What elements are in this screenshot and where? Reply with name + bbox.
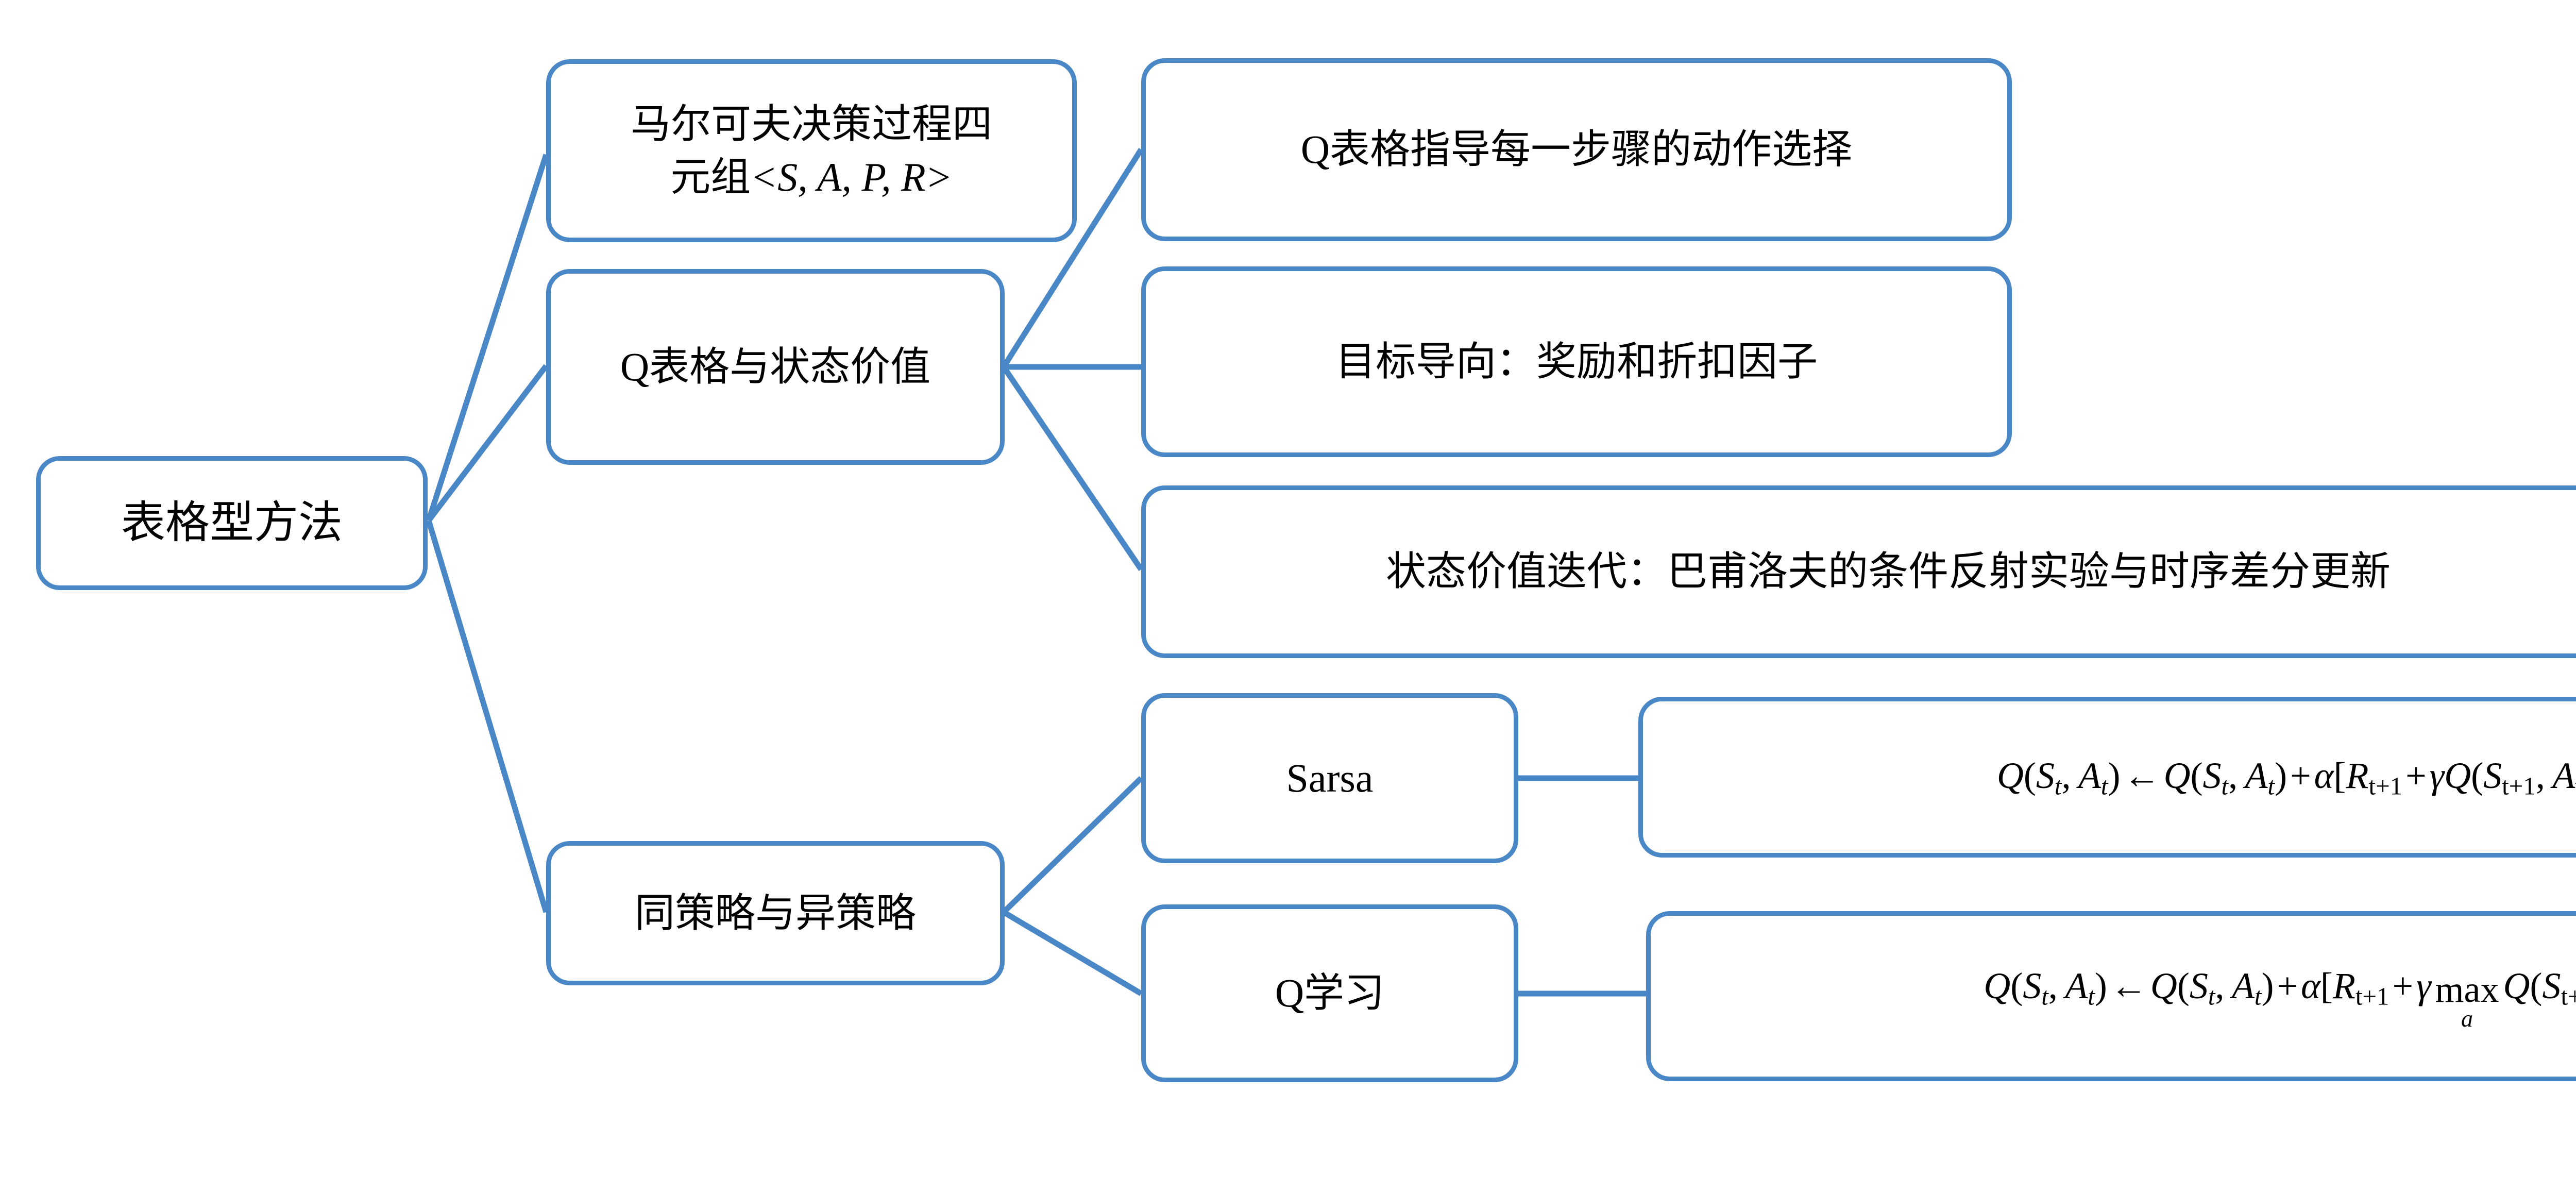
- edge-qtable-to-child1: [1001, 148, 1144, 368]
- node-mdp-line2-prefix: 元组: [670, 154, 751, 199]
- node-qtable-child-2-label: 目标导向：奖励和折扣因子: [1335, 339, 1818, 384]
- node-sarsa[interactable]: Sarsa: [1141, 693, 1518, 863]
- node-qlearning-formula[interactable]: Q(St, At)←Q(St, At)+α[Rt+1+γmaxaQ(St+1, …: [1646, 911, 2576, 1081]
- edge-root-to-qtable: [426, 364, 549, 523]
- node-policy[interactable]: 同策略与异策略: [546, 841, 1005, 985]
- node-policy-label: 同策略与异策略: [634, 890, 916, 935]
- qlearning-formula-expression: Q(St, At)←Q(St, At)+α[Rt+1+γmaxaQ(St+1, …: [1984, 965, 2576, 1032]
- node-qtable-child-3-label: 状态价值迭代：巴甫洛夫的条件反射实验与时序差分更新: [1385, 549, 2391, 594]
- node-mdp-label: 马尔可夫决策过程四 元组<S, A, P, R>: [564, 98, 1059, 204]
- edge-qtable-to-child3: [1001, 365, 1144, 572]
- node-qtable-label: Q表格与状态价值: [620, 344, 931, 389]
- node-mdp[interactable]: 马尔可夫决策过程四 元组<S, A, P, R>: [546, 59, 1077, 242]
- edge-policy-to-sarsa: [1002, 776, 1143, 914]
- edge-root-to-policy: [426, 519, 549, 913]
- node-root[interactable]: 表格型方法: [36, 456, 428, 590]
- node-qtable-child-1[interactable]: Q表格指导每一步骤的动作选择: [1141, 58, 2012, 241]
- node-root-label: 表格型方法: [121, 498, 343, 548]
- node-qtable[interactable]: Q表格与状态价值: [546, 269, 1005, 465]
- node-mdp-vars: S, A, P, R: [777, 154, 926, 199]
- node-sarsa-label: Sarsa: [1286, 755, 1374, 800]
- sarsa-formula-expression: Q(St, At)←Q(St, At)+α[Rt+1+γQ(St+1, At+1…: [1996, 754, 2576, 800]
- node-mdp-angle-close: >: [927, 154, 951, 199]
- edge-policy-to-qlearning: [1002, 910, 1143, 996]
- edge-root-to-mdp: [426, 154, 549, 522]
- node-qtable-child-1-label: Q表格指导每一步骤的动作选择: [1300, 127, 1853, 172]
- node-mdp-line1: 马尔可夫决策过程四: [630, 101, 992, 146]
- node-qlearning-label: Q学习: [1275, 970, 1385, 1016]
- node-sarsa-formula[interactable]: Q(St, At)←Q(St, At)+α[Rt+1+γQ(St+1, At+1…: [1638, 697, 2576, 858]
- node-qtable-child-3[interactable]: 状态价值迭代：巴甫洛夫的条件反射实验与时序差分更新: [1141, 485, 2576, 658]
- node-qlearning[interactable]: Q学习: [1141, 904, 1518, 1082]
- node-qtable-child-2[interactable]: 目标导向：奖励和折扣因子: [1141, 266, 2012, 457]
- node-mdp-angle-open: <: [753, 154, 776, 199]
